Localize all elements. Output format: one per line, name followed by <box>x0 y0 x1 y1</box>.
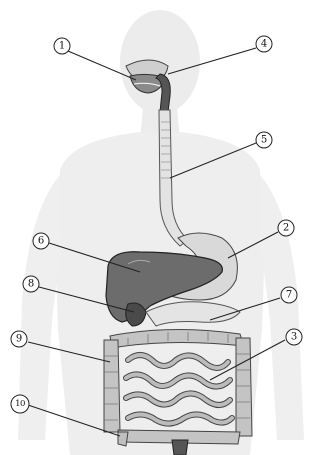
label-4: 4 <box>256 36 272 52</box>
label-2-text: 2 <box>283 223 289 234</box>
label-6-text: 6 <box>38 236 44 247</box>
label-2: 2 <box>278 220 294 236</box>
label-10-text: 10 <box>15 399 25 409</box>
label-7-text: 7 <box>286 290 292 301</box>
label-8: 8 <box>23 276 39 292</box>
label-9-text: 9 <box>16 334 22 345</box>
label-5-text: 5 <box>261 135 267 146</box>
label-10: 10 <box>11 395 29 413</box>
label-1-text: 1 <box>59 41 65 52</box>
label-3: 3 <box>286 329 302 345</box>
label-8-text: 8 <box>28 279 34 290</box>
label-9: 9 <box>11 331 27 347</box>
label-1: 1 <box>54 38 70 54</box>
label-7: 7 <box>281 287 297 303</box>
label-6: 6 <box>33 233 49 249</box>
label-5: 5 <box>256 132 272 148</box>
label-4-text: 4 <box>261 39 267 50</box>
label-3-text: 3 <box>291 332 297 343</box>
